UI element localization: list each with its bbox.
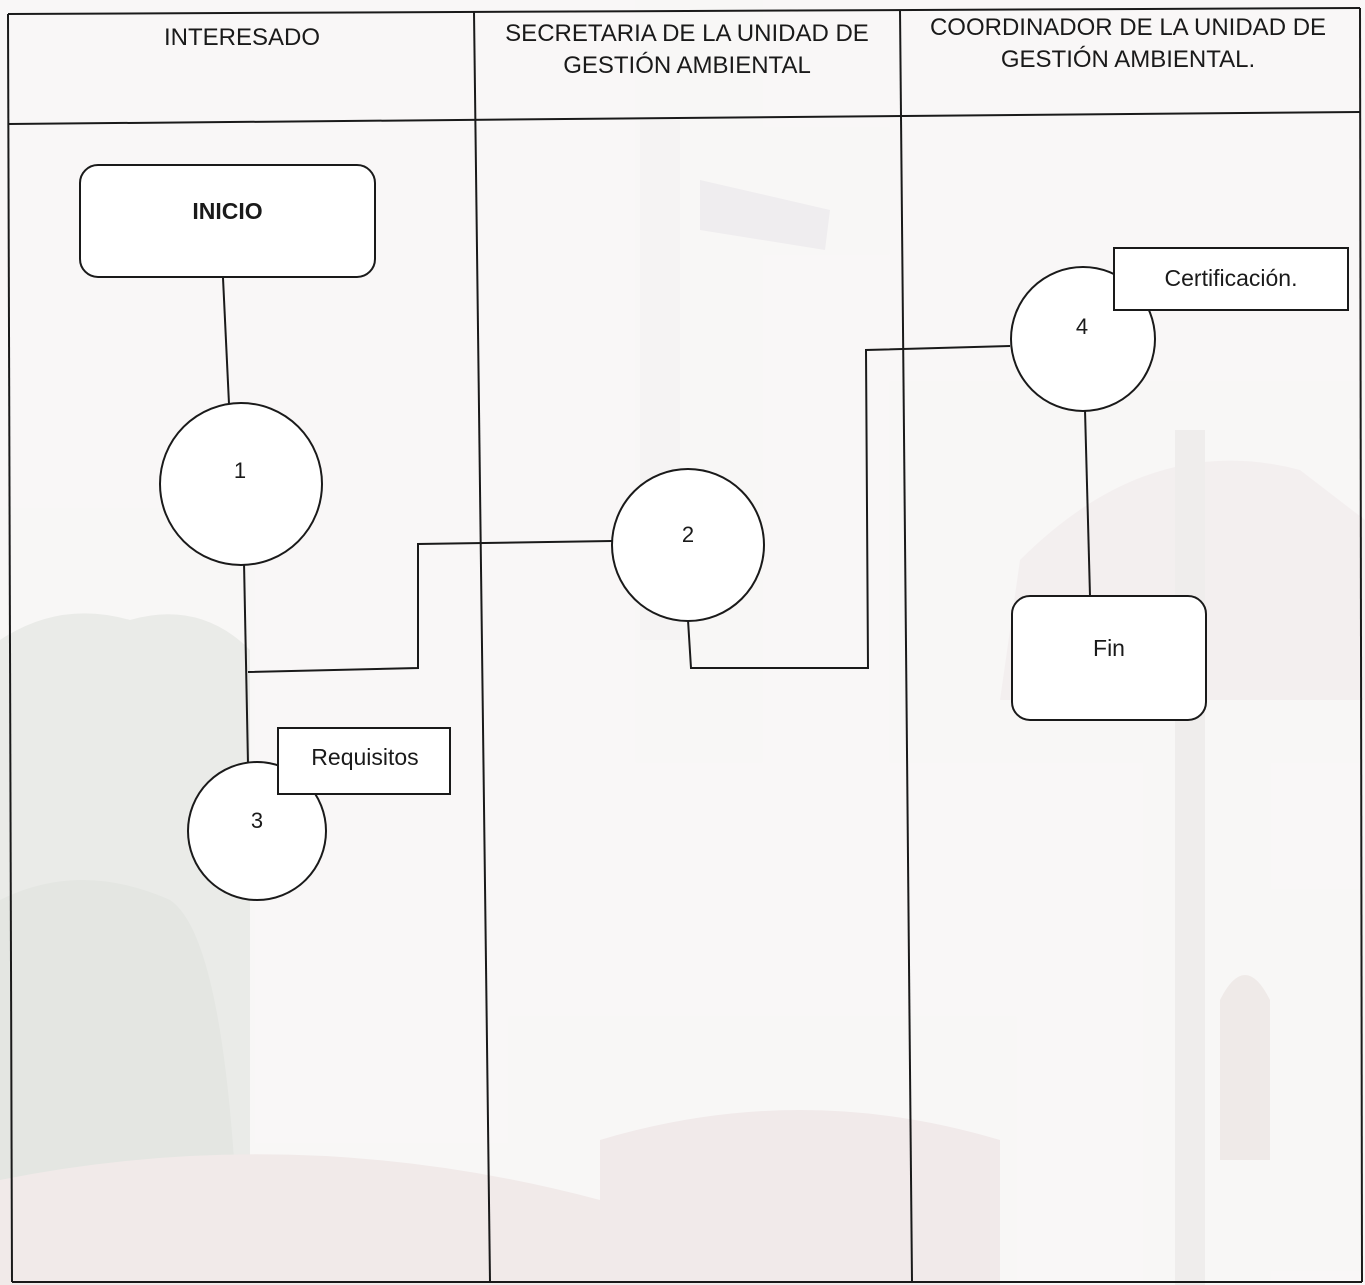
- lane-divider-1: [473, 11, 491, 1283]
- certificacion-note-box: [1113, 247, 1349, 311]
- step-3-label: 3: [250, 808, 264, 833]
- connector-1-to-3: [243, 561, 249, 765]
- step-1-label: 1: [233, 458, 247, 483]
- start-label: INICIO: [192, 198, 263, 224]
- end-label: Fin: [1093, 635, 1125, 661]
- table-left-border: [7, 13, 13, 1283]
- certificacion-note-label: Certificación.: [1164, 265, 1298, 291]
- connector-2-to-4: [687, 345, 1011, 669]
- lane-header-coordinador: COORDINADOR DE LA UNIDAD DE GESTIÓN AMBI…: [929, 14, 1327, 73]
- end-terminator: [1011, 595, 1207, 721]
- requisitos-note-label: Requisitos: [311, 744, 419, 770]
- start-terminator: [79, 164, 376, 278]
- connectors: [222, 277, 1091, 765]
- step-3-circle: [187, 761, 327, 901]
- swimlane-grid: [7, 7, 1363, 1283]
- header-divider: [7, 111, 1361, 125]
- connector-start-to-1: [222, 277, 230, 405]
- step-2-label: 2: [681, 522, 695, 547]
- requisitos-note-box: [277, 727, 451, 795]
- lane-header-interesado: INTERESADO: [163, 24, 321, 51]
- step-4-label: 4: [1075, 314, 1089, 339]
- table-top-border: [7, 7, 1361, 15]
- lane-header-secretaria: SECRETARIA DE LA UNIDAD DE GESTIÓN AMBIE…: [505, 20, 869, 79]
- shapes: [79, 164, 1349, 901]
- step-2-circle: [611, 468, 765, 622]
- connector-4-to-end: [1084, 409, 1091, 597]
- step-1-circle: [159, 402, 323, 566]
- lane-divider-2: [899, 9, 913, 1283]
- connector-1-to-2: [247, 540, 613, 673]
- table-right-border: [1359, 7, 1363, 1283]
